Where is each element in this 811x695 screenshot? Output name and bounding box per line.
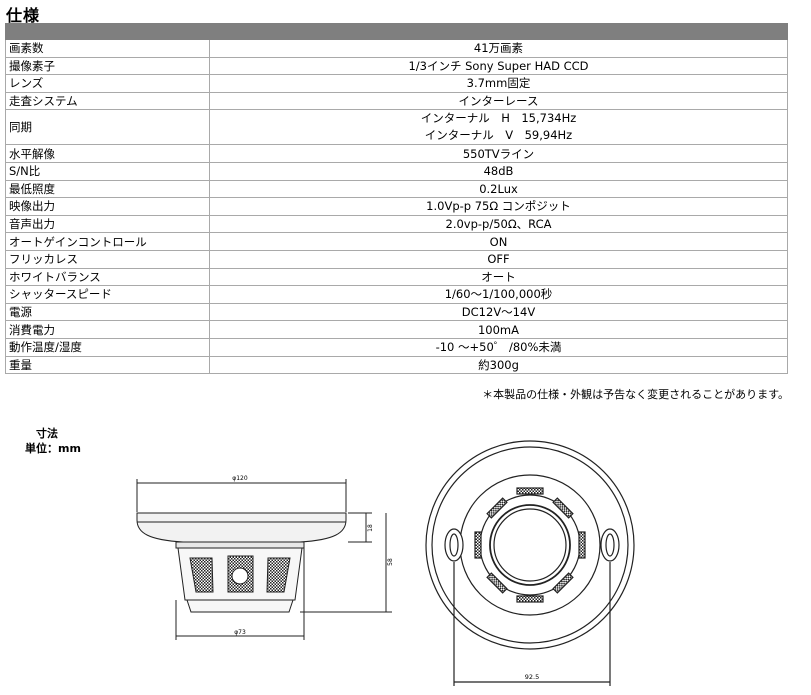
- spec-value: 3.7mm固定: [209, 74, 788, 93]
- spec-value: インターナル H 15,734Hz インターナル V 59,94Hz: [209, 109, 788, 146]
- spec-label: ホワイトバランス: [5, 267, 210, 287]
- spec-row: 動作温度/湿度-10 ～+50゜ /80%未満: [5, 337, 788, 357]
- body-height-label: 18: [367, 524, 374, 532]
- disclaimer-note: ＊本製品の仕様・外観は予告なく変更されることがあります。: [482, 388, 789, 401]
- spec-row: 重量約300g: [5, 355, 788, 375]
- spec-value-line: インターナル V 59,94Hz: [424, 128, 573, 143]
- total-height-label: 58: [387, 558, 394, 566]
- spec-value: 約300g: [209, 355, 788, 375]
- dimensions-title: 寸法: [36, 427, 58, 440]
- spec-value: 2.0vp-p/50Ω、RCA: [209, 214, 788, 234]
- spec-label: 同期: [5, 109, 210, 146]
- front-width-label: 92.5: [525, 673, 539, 681]
- top-width-label: φ120: [232, 475, 248, 482]
- spec-value: 1/3インチ Sony Super HAD CCD: [209, 56, 788, 76]
- page-title: 仕様: [6, 6, 41, 25]
- dimensions-unit: 単位：mm: [25, 442, 81, 455]
- front-view: [425, 440, 635, 686]
- spec-label: 重量: [5, 355, 210, 375]
- spec-table-header: [5, 23, 788, 40]
- spec-label: 最低照度: [5, 179, 210, 199]
- spec-row: 同期 インターナル H 15,734Hz インターナル V 59,94Hz: [5, 109, 788, 146]
- bottom-width-label: φ73: [234, 629, 246, 636]
- spec-value-line: インターナル H 15,734Hz: [420, 111, 577, 126]
- spec-value: 550TVライン: [209, 144, 788, 163]
- side-view: [136, 479, 392, 640]
